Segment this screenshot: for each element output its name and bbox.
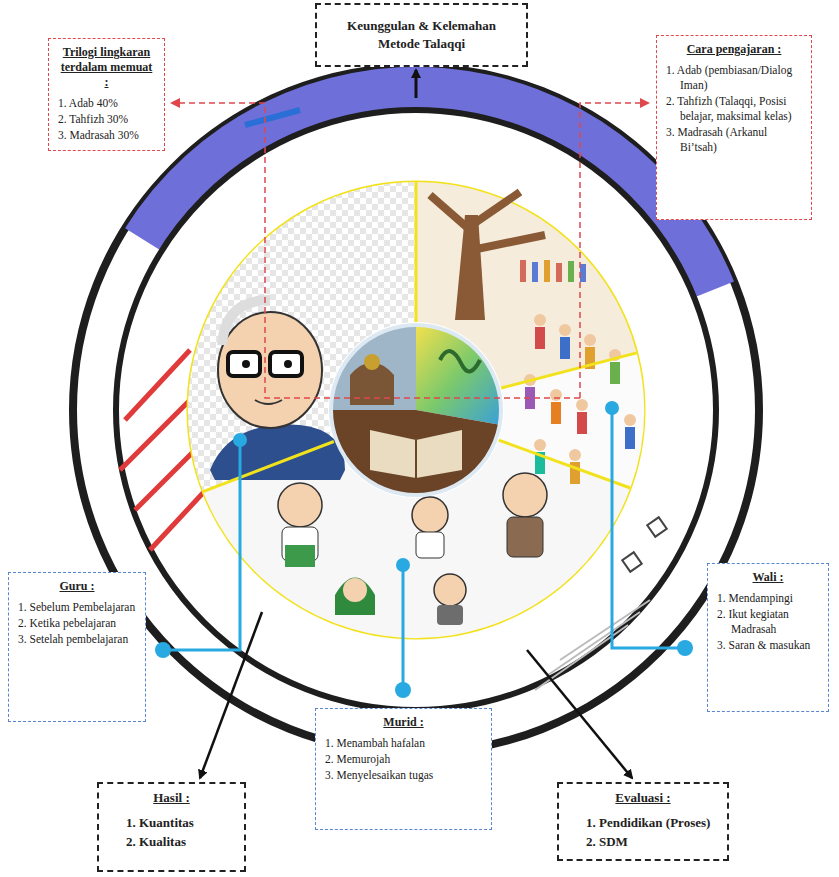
list-item: 1. Adab 40%: [58, 96, 155, 111]
tree-branches: [430, 192, 545, 250]
teacher-figure: [210, 300, 345, 480]
evaluation-box: Evaluasi : 1. Pendidikan (Proses)2. SDM: [557, 782, 729, 861]
box-heading: Trilogi lingkaran terdalam memuat :: [58, 45, 155, 90]
list-item: 2. SDM: [568, 833, 718, 851]
checkbox: [622, 552, 641, 571]
black-arrow: [415, 70, 418, 98]
box-heading: Murid :: [325, 715, 482, 730]
list-item: 2. Tahfizh (Talaqqi, Posisi belajar, mak…: [666, 94, 802, 124]
checklist-lines: [535, 600, 650, 690]
list-item: 3. Madrasah (Arkanul Bi’tsah): [666, 125, 802, 155]
center-circle-border: [331, 325, 501, 495]
box-heading: Keunggulan & Kelemahan Metode Talaqqi: [326, 17, 517, 52]
role-box: Wali : 1. Mendampingi2. Ikut kegiatan Mad…: [707, 563, 829, 712]
yellow-circle: [188, 182, 644, 638]
people-row: [520, 260, 586, 282]
list-item: 2. Ketika pebelajaran: [18, 616, 136, 631]
tree-trunk: [455, 215, 485, 320]
callout-box: Trilogi lingkaran terdalam memuat : 1. Ad…: [48, 38, 165, 151]
red-leader: [172, 103, 580, 398]
black-arrow: [527, 650, 632, 778]
box-heading: Guru :: [18, 579, 136, 594]
list-item: 1. Sebelum Pembelajaran: [18, 600, 136, 615]
red-leader: [580, 103, 648, 398]
teacher-glasses: [228, 352, 260, 376]
list-item: 1. Pendidikan (Proses): [568, 814, 718, 832]
role-box: Murid : 1. Menambah hafalan2. Memurojah3.…: [315, 708, 492, 830]
black-arrow: [200, 612, 262, 778]
role-box: Guru : 1. Sebelum Pembelajaran2. Ketika p…: [8, 572, 146, 722]
list-item: 2. Tahfizh 30%: [58, 112, 155, 127]
box-heading: Hasil :: [108, 790, 235, 806]
teacher-suit: [210, 425, 345, 480]
teacher-glasses: [270, 352, 302, 376]
list-item: 3. Setelah pembelajaran: [18, 632, 136, 647]
title-box: Keunggulan & Kelemahan Metode Talaqqi: [315, 3, 528, 67]
list-item: 1. Kuantitas: [108, 814, 235, 832]
list-item: 1. Adab (pembiasan/Dialog Iman): [666, 63, 802, 93]
list-item: 1. Mendampingi: [717, 591, 819, 606]
box-heading: Evaluasi :: [568, 790, 718, 806]
ring-decoration: [120, 110, 667, 690]
tree-figure: [430, 192, 586, 320]
list-item: 3. Saran & masukan: [717, 638, 819, 653]
result-box: Hasil : 1. Kuantitas2. Kualitas: [97, 782, 246, 872]
blue-dots: [155, 401, 693, 698]
teacher-hair: [222, 300, 270, 345]
list-item: 2. Memurojah: [325, 752, 482, 767]
inner-ring-border: [116, 110, 716, 710]
calligraphy-photo: [416, 325, 501, 425]
sector-dividers: [203, 182, 637, 492]
list-item: 2. Ikut kegiatan Madrasah: [717, 607, 819, 637]
blue-leaders: [163, 408, 685, 690]
blue-mark: [245, 110, 300, 125]
callout-box: Cara pengajaran : 1. Adab (pembiasan/Dial…: [656, 35, 812, 220]
checkbox: [647, 517, 666, 536]
box-heading: Cara pengajaran :: [666, 42, 802, 57]
box-heading: Wali :: [717, 570, 819, 585]
list-item: 3. Menyelesaikan tugas: [325, 768, 482, 783]
center-photos: [331, 325, 501, 495]
quran-photo: [331, 410, 500, 495]
list-item: 1. Menambah hafalan: [325, 736, 482, 751]
list-item: 2. Kualitas: [108, 833, 235, 851]
teacher-head: [218, 312, 322, 428]
crowd-figure: [524, 314, 636, 484]
list-item: 3. Madrasah 30%: [58, 128, 155, 143]
